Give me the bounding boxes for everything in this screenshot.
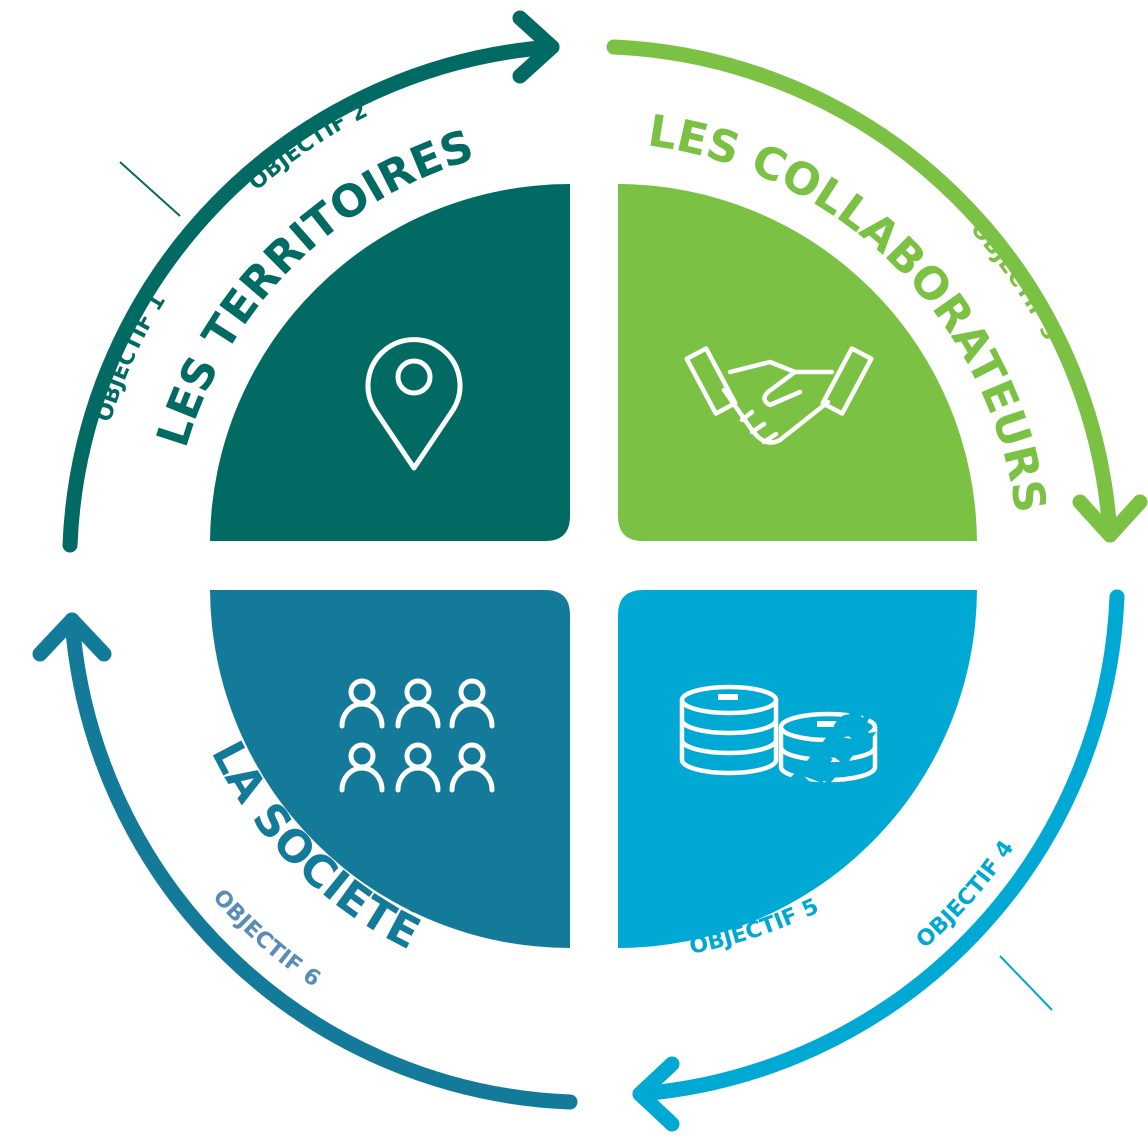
arrow-territoires [62, 39, 560, 553]
people-group-icon [339, 678, 495, 793]
arrow-head-partenaires [632, 1056, 680, 1132]
arrow-collaborateurs [606, 39, 1118, 543]
label-objectif-6: OBJECTIF 6 [208, 885, 325, 992]
quadrant-societe [210, 590, 570, 948]
quadrant-collaborateurs [618, 184, 977, 541]
coins-stack-icon [679, 684, 878, 783]
arrow-head-collaborateurs [1072, 494, 1148, 543]
objectif-separator-top-left [119, 161, 181, 217]
arrow-partenaires [632, 589, 1125, 1102]
location-pin-icon [365, 337, 463, 471]
objectif-separator-bottom-right [999, 955, 1053, 1011]
quadrant-territoires [210, 184, 570, 541]
quadrant-partenaires [618, 590, 977, 948]
handshake-icon [684, 346, 874, 445]
arrow-head-territoires [512, 10, 560, 84]
arrow-societe [64, 612, 578, 1110]
arrow-head-societe [32, 612, 112, 662]
